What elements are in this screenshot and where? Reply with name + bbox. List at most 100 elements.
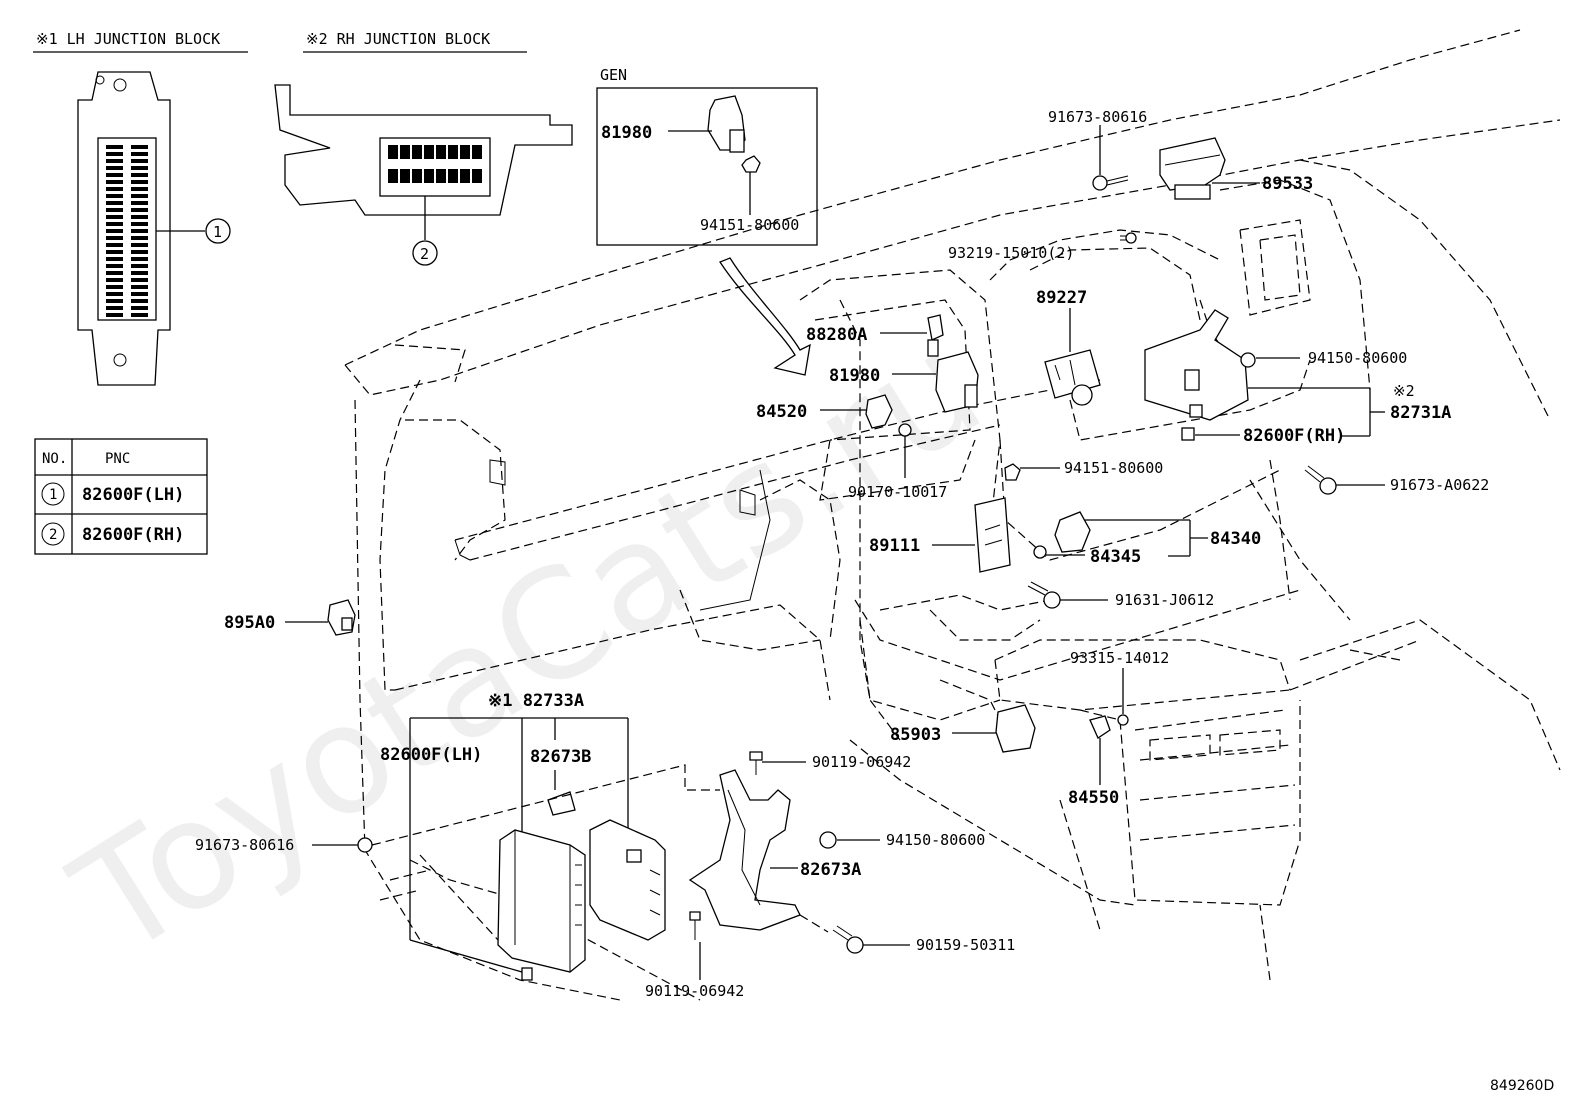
part-91673-80616[interactable]: 91673-80616 [195,836,294,854]
part-84520-drawing[interactable] [865,394,912,437]
part-895A0[interactable]: 895A0 [224,613,275,633]
fuse-slot [106,180,123,184]
bolt-91673-80616-top[interactable] [1092,175,1129,191]
part-84340[interactable]: 84340 [1210,529,1261,549]
screw-93219-15010[interactable] [1120,232,1137,244]
fuse-slot [131,313,148,317]
part-81980-drawing[interactable] [935,351,979,413]
screw-90119-06942-top[interactable] [749,751,763,775]
gen-header: GEN [600,66,627,84]
part-81980-gen[interactable]: 81980 [601,123,652,143]
nut-94150-80600-top[interactable] [1240,352,1256,368]
bracket-82673B-drawing[interactable] [547,791,576,816]
fuse-slot [106,187,123,191]
fuse-slot [448,169,458,183]
part-91673-80616-top[interactable]: 91673-80616 [1048,108,1147,126]
part-91673-A0622[interactable]: 91673-A0622 [1390,476,1489,494]
table-row-1-no: 1 [49,487,57,503]
part-82731A-drawing[interactable] [1144,309,1249,421]
bracket-82673A-drawing[interactable] [688,769,801,931]
lh-junction-block-header: ※1 LH JUNCTION BLOCK [36,30,220,48]
ecu-82733A-drawing[interactable] [497,829,586,981]
part-82600F-RH[interactable]: 82600F(RH) [1243,426,1345,446]
part-89533-drawing[interactable] [1159,137,1226,200]
fuse-slot [106,159,123,163]
fuse-slot [472,169,482,183]
lh-junction-block-drawing[interactable] [77,71,205,386]
nut-94150-80600[interactable] [819,831,837,849]
table-row-2-no: 2 [49,527,57,543]
fuse-slot [131,257,148,261]
fuse-slot [106,306,123,310]
part-84550-drawing[interactable] [1089,714,1129,739]
part-88280A[interactable]: 88280A [806,325,867,345]
part-82600F-LH[interactable]: 82600F(LH) [380,745,482,765]
part-90119-06942-top[interactable]: 90119-06942 [812,753,911,771]
switch-84340-drawing[interactable] [1033,511,1091,559]
part-94150-80600[interactable]: 94150-80600 [886,831,985,849]
callout-1-lh [205,218,231,244]
panel-details [454,459,771,611]
part-90159-50311[interactable]: 90159-50311 [916,936,1015,954]
table-row-2-pnc[interactable]: 82600F(RH) [82,525,184,545]
part-89111-drawing[interactable] [974,497,1011,573]
fuse-slot [106,229,123,233]
part-90119-06942[interactable]: 90119-06942 [645,982,744,1000]
part-89227-drawing[interactable] [1044,349,1101,406]
fuse-slot [106,285,123,289]
part-89533[interactable]: 89533 [1262,174,1313,194]
part-84550[interactable]: 84550 [1068,788,1119,808]
part-94151-80600-gen[interactable]: 94151-80600 [700,216,799,234]
fuse-slot [106,201,123,205]
rh-junction-block-drawing[interactable] [274,84,573,240]
fuse-slot [106,152,123,156]
fuse-slot [460,169,470,183]
fuse-slot [448,145,458,159]
ecu-cover-drawing[interactable] [589,819,666,941]
part-93315-14012[interactable]: 93315-14012 [1070,649,1169,667]
part-85903[interactable]: 85903 [890,725,941,745]
part-82733A[interactable]: ※1 82733A [488,691,584,711]
fuse-slot [106,264,123,268]
part-89111[interactable]: 89111 [869,536,920,556]
bolt-91631-J0612[interactable] [1027,581,1061,609]
part-88280A-drawing[interactable] [927,314,944,357]
part-93219-15010[interactable]: 93219-15010(2) [948,244,1074,262]
pnc-table: NO. PNC 1 82600F(LH) 2 82600F(RH) [34,438,208,555]
part-82731A[interactable]: 82731A [1390,403,1451,423]
fuse-slot [106,208,123,212]
part-91631-J0612[interactable]: 91631-J0612 [1115,591,1214,609]
part-94151-80600[interactable]: 94151-80600 [1064,459,1163,477]
fuse-slot [106,299,123,303]
fuse-slot [106,173,123,177]
nut-94151-80600[interactable] [1004,463,1021,481]
fuse-slot [106,271,123,275]
fuse-slot [131,208,148,212]
fuse-slot [472,145,482,159]
part-85903-drawing[interactable] [995,704,1036,753]
part-82673B[interactable]: 82673B [530,747,591,767]
part-895A0-drawing[interactable] [327,599,356,636]
relay-82600F-RH[interactable] [1181,427,1195,441]
part-89227[interactable]: 89227 [1036,288,1087,308]
fuse-slot [131,152,148,156]
bolt-90159-50311[interactable] [832,925,864,954]
gen-box [596,87,818,246]
table-row-1-pnc[interactable]: 82600F(LH) [82,485,184,505]
part-84520[interactable]: 84520 [756,402,807,422]
fuse-slot [412,169,422,183]
part-94150-80600-top[interactable]: 94150-80600 [1308,349,1407,367]
part-90170-10017[interactable]: 90170-10017 [848,483,947,501]
screw-90119-06942[interactable] [689,911,701,940]
part-82673A[interactable]: 82673A [800,860,861,880]
fuse-slot [106,236,123,240]
fuse-slot [106,313,123,317]
gen-sensor-drawing[interactable] [707,95,761,173]
part-84345[interactable]: 84345 [1090,547,1141,567]
fuse-slot [131,285,148,289]
part-81980[interactable]: 81980 [829,366,880,386]
bolt-91673-A0622[interactable] [1304,465,1337,495]
fuse-slot [131,222,148,226]
fuse-slot [106,215,123,219]
bolt-91673-80616[interactable] [357,837,373,853]
